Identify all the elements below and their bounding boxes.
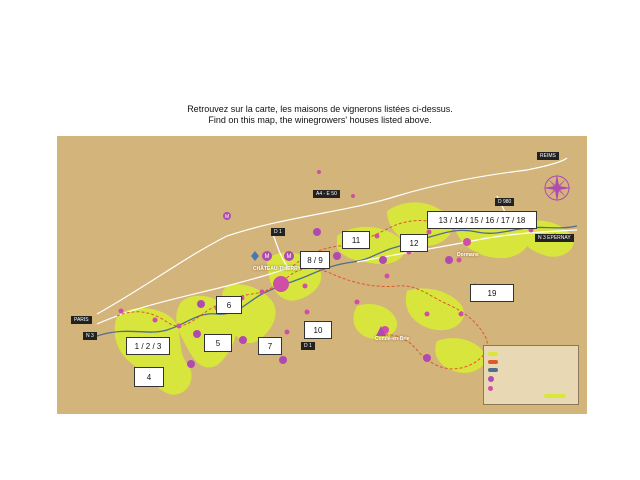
wine-house-icon: [239, 336, 247, 344]
vineyard-area-lower-center: [353, 303, 398, 340]
wine-route: [116, 268, 488, 370]
road-tag-n3-epernay: N 3 EPERNAY: [535, 234, 574, 242]
road-tag-a4: A4 - E 50: [313, 190, 340, 198]
wine-house-icon: M: [262, 251, 272, 261]
map-caption: Retrouvez sur la carte, les maisons de v…: [0, 104, 640, 126]
vineyard-area-lower-east: [435, 338, 486, 373]
town-marker-chateau-thierry: [273, 276, 289, 292]
village-marker: [152, 317, 158, 323]
road-tag-paris: PARIS: [71, 316, 92, 324]
road-tag-d1-bottom: D 1: [301, 342, 315, 350]
marne-river: [96, 225, 578, 337]
road-n3: [96, 265, 294, 325]
label-box-10[interactable]: 10: [304, 321, 332, 339]
town-label-conde: Condé-en-Brie: [375, 336, 410, 342]
caption-english: Find on this map, the winegrowers' house…: [208, 115, 432, 125]
legend-house-swatch: [488, 376, 494, 382]
label-box-4[interactable]: 4: [134, 367, 164, 387]
legend-river-swatch: [488, 368, 498, 372]
label-box-7[interactable]: 7: [258, 337, 282, 355]
road-tag-d980: D 980: [495, 198, 515, 206]
svg-text:M: M: [265, 254, 270, 260]
legend-extra-swatch: [544, 394, 566, 398]
wine-house-icon: [187, 360, 195, 368]
road-tag-n3: N 3: [83, 332, 97, 340]
label-box-19[interactable]: 19: [470, 284, 514, 302]
wine-house-icon: M: [284, 251, 294, 261]
wine-house-icon: [445, 256, 453, 264]
label-box-5[interactable]: 5: [204, 334, 232, 352]
village-marker: [458, 311, 464, 317]
village-marker: [426, 229, 432, 235]
legend-vineyard-swatch: [488, 352, 498, 356]
village-marker: [351, 194, 355, 198]
village-marker: [176, 323, 182, 329]
wine-house-icon: [279, 356, 287, 364]
winegrower-markers: M M M: [187, 212, 453, 368]
village-marker: [118, 308, 124, 314]
label-box-6[interactable]: 6: [216, 296, 242, 314]
village-marker: [259, 289, 265, 295]
road-tag-reims: REIMS: [537, 152, 559, 160]
wine-house-icon: M: [223, 212, 231, 220]
label-box-8-9[interactable]: 8 / 9: [300, 251, 330, 269]
village-marker: [354, 299, 360, 305]
svg-text:M: M: [225, 214, 229, 220]
village-marker: [374, 233, 380, 239]
village-marker: [456, 257, 462, 263]
village-marker: [317, 170, 321, 174]
wine-house-icon: [379, 256, 387, 264]
wine-house-icon: [376, 326, 386, 336]
legend-route-swatch: [488, 360, 498, 364]
road-epernay: [356, 229, 578, 263]
wine-house-icon: [197, 300, 205, 308]
map-legend: [483, 345, 579, 405]
wine-house-icon: [333, 252, 341, 260]
label-box-12[interactable]: 12: [400, 234, 428, 252]
town-marker-dormans: [463, 238, 471, 246]
compass-rose-icon: [543, 174, 571, 202]
legend-village-swatch: [488, 386, 493, 391]
village-marker: [384, 273, 390, 279]
village-marker: [304, 309, 310, 315]
village-marker: [302, 283, 308, 289]
label-box-13-18[interactable]: 13 / 14 / 15 / 16 / 17 / 18: [427, 211, 537, 229]
label-box-1-2-3[interactable]: 1 / 2 / 3: [126, 337, 170, 355]
caption-french: Retrouvez sur la carte, les maisons de v…: [187, 104, 453, 114]
tourist-info-icon: [251, 251, 259, 261]
town-label-dormans: Dormans: [457, 252, 479, 258]
wine-house-icon: [313, 228, 321, 236]
road-tag-d1-top: D 1: [271, 228, 285, 236]
svg-text:M: M: [287, 254, 292, 260]
village-marker: [424, 311, 430, 317]
label-box-11[interactable]: 11: [342, 231, 370, 249]
road-a4: [96, 157, 568, 315]
vineyard-area-southeast: [405, 288, 464, 331]
wine-house-icon: [423, 354, 431, 362]
wine-house-icon: [193, 330, 201, 338]
village-marker: [284, 329, 290, 335]
town-label-chateau-thierry: CHÂTEAU-THIERRY: [253, 266, 301, 272]
